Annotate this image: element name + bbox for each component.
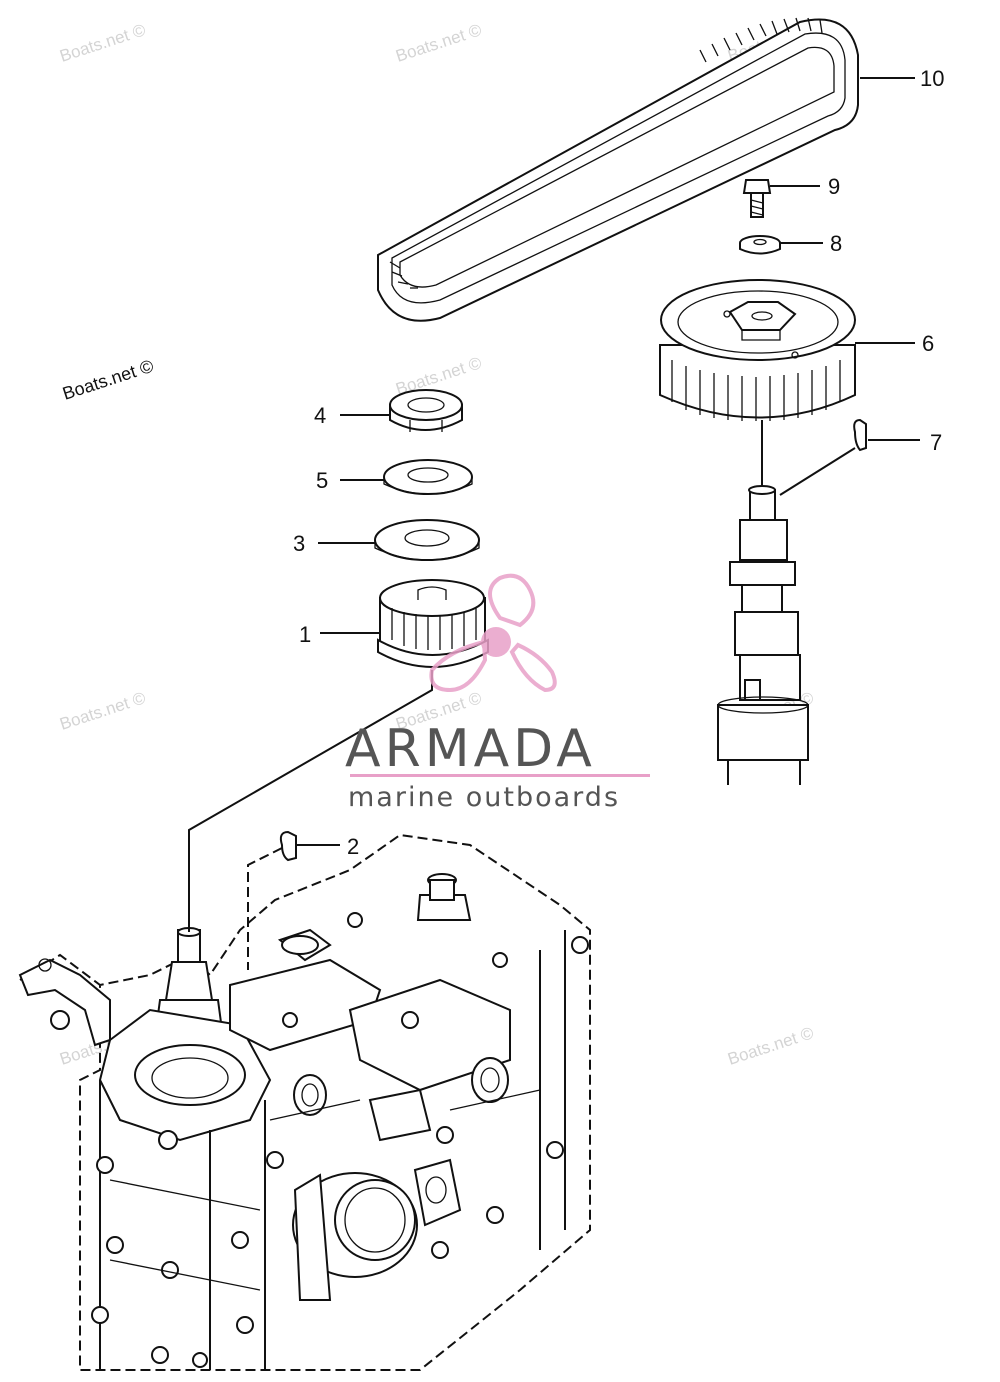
- lock-washer: [383, 459, 473, 495]
- pulley-nut: [389, 389, 463, 432]
- watermark: Boats.net ©: [57, 688, 148, 734]
- callout-2: 2: [347, 834, 359, 859]
- callout-10: 10: [920, 66, 944, 91]
- crankshaft-key: [279, 830, 297, 862]
- bolt: [742, 179, 772, 218]
- callout-3: 3: [293, 531, 305, 556]
- brand-logo: ARMADA marine outboards: [345, 573, 650, 813]
- callout-5: 5: [316, 468, 328, 493]
- brand-name: ARMADA: [345, 719, 596, 779]
- crankshaft-pulley: [377, 579, 489, 668]
- camshaft-pulley: [659, 279, 856, 421]
- callout-6: 6: [922, 331, 934, 356]
- plate-washer: [374, 519, 480, 561]
- callout-1: 1: [299, 622, 311, 647]
- callout-8: 8: [830, 231, 842, 256]
- watermark: Boats.net ©: [60, 356, 156, 404]
- watermark: Boats.net ©: [57, 20, 148, 66]
- brand-tagline: marine outboards: [348, 782, 620, 813]
- engine-block: [18, 833, 591, 1371]
- watermark: Boats.net ©: [725, 1023, 816, 1069]
- timing-belt: [377, 17, 859, 322]
- camshaft: [717, 420, 809, 785]
- callout-numbers: 1 2 3 4 5 6 7 8 9 10: [293, 66, 944, 859]
- callout-7: 7: [930, 430, 942, 455]
- brand-divider: [350, 774, 650, 777]
- propeller-icon: [429, 573, 557, 693]
- washer: [739, 235, 781, 255]
- watermark: Boats.net ©: [393, 20, 484, 66]
- woodruff-key: [853, 418, 867, 452]
- callout-9: 9: [828, 174, 840, 199]
- callout-4: 4: [314, 403, 326, 428]
